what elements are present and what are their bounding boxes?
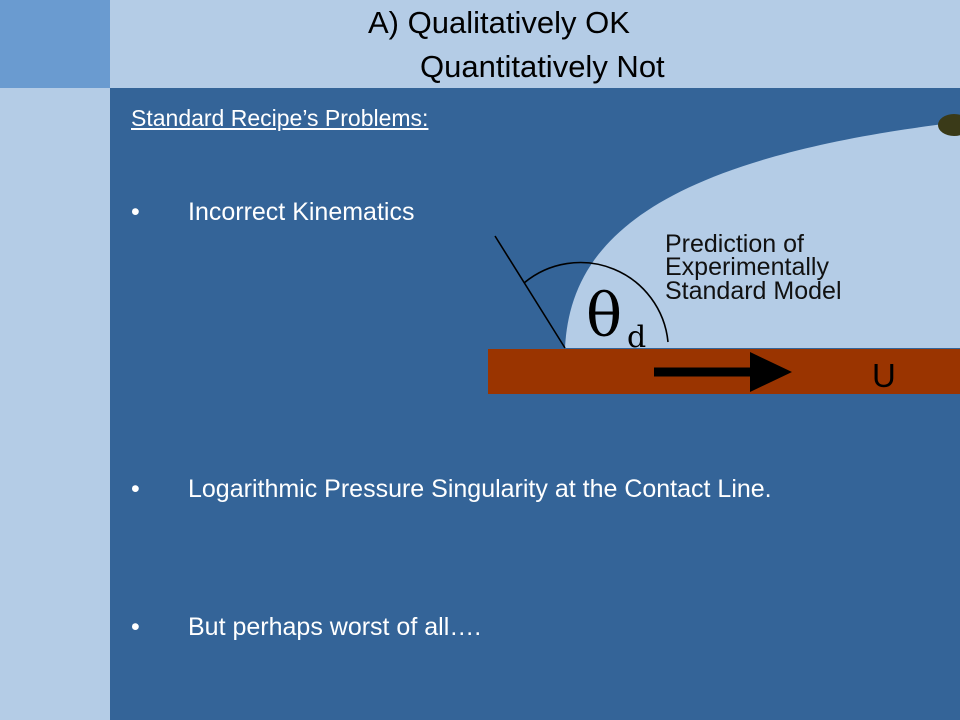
prediction-label-2: Experimentally	[665, 253, 829, 281]
velocity-label: U	[872, 357, 896, 394]
bullet-text: But perhaps worst of all….	[188, 613, 482, 641]
tangent-line	[494, 235, 566, 349]
theta-subscript: d	[627, 320, 646, 355]
bullet-marker: •	[131, 198, 140, 226]
liquid-drop	[565, 122, 960, 348]
bullet-marker: •	[131, 613, 140, 641]
slide-title-line-1: A) Qualitatively OK	[368, 5, 630, 40]
velocity-arrow-head	[750, 352, 792, 392]
bullet-item: • Incorrect Kinematics	[131, 198, 414, 227]
bullet-item: • Logarithmic Pressure Singularity at the…	[131, 475, 772, 504]
bullet-item: • But perhaps worst of all….	[131, 613, 481, 642]
title-area	[110, 0, 960, 88]
left-margin-strip	[0, 88, 110, 720]
bullet-marker: •	[131, 475, 140, 503]
angle-arc	[523, 261, 669, 343]
marker-dot	[938, 114, 960, 136]
prediction-label-3: Standard Model	[665, 277, 842, 305]
corner-accent	[0, 0, 110, 88]
section-heading: Standard Recipe’s Problems:	[131, 105, 429, 131]
bullet-text: Logarithmic Pressure Singularity at the …	[188, 475, 772, 503]
prediction-label-1: Prediction of	[665, 230, 804, 258]
slide-title-line-2: Quantitatively Not	[420, 49, 665, 84]
bullet-text: Incorrect Kinematics	[188, 198, 415, 226]
theta-symbol: θ	[586, 281, 622, 351]
